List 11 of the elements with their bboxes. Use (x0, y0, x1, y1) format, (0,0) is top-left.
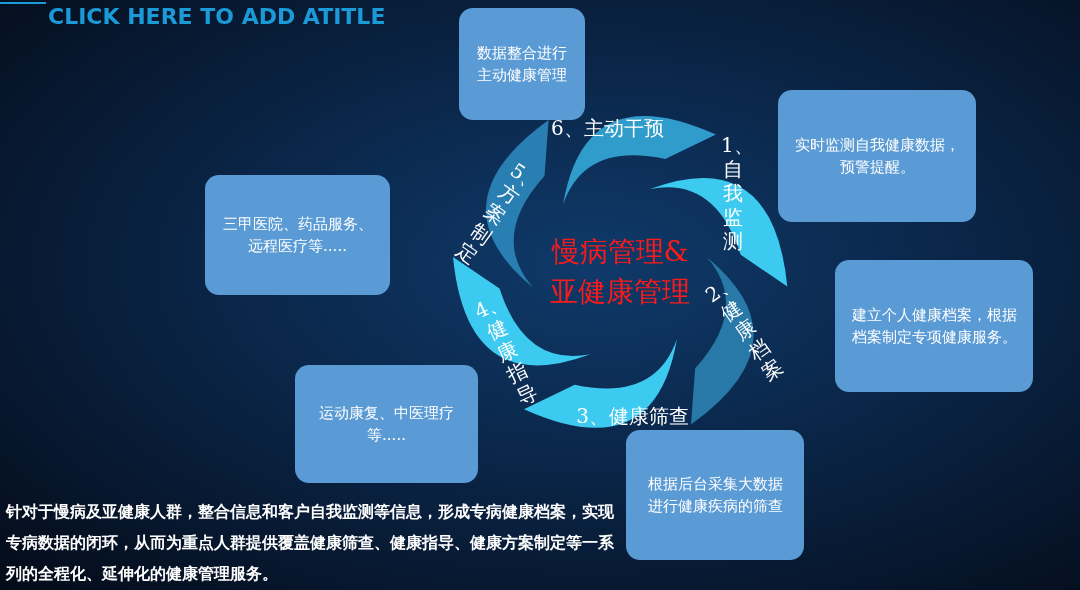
caption: 针对于慢病及亚健康人群，整合信息和客户自我监测等信息，形成专病健康档案，实现专病数据的闭环，从而为重点人群提供覆盖健康筛查、健康指导、健康方案制定等一系列的全程化、延伸化的健康管理服务。 (6, 501, 615, 585)
center-title: 慢病管理&亚健康管理 (540, 232, 700, 312)
description-box: 三甲医院、药品服务、远程医疗等..... (205, 175, 390, 295)
title: CLICK HERE TO ADD ATITLE (48, 4, 386, 29)
segment-label: 2、健康档案 (700, 274, 789, 387)
description-box: 根据后台采集大数据进行健康疾病的筛查 (626, 430, 804, 560)
description-box: 建立个人健康档案，根据档案制定专项健康服务。 (835, 260, 1033, 392)
segment-label: 5、方案制定 (451, 157, 540, 270)
description-box: 数据整合进行主动健康管理 (459, 8, 585, 120)
description-box: 实时监测自我健康数据，预警提醒。 (778, 90, 976, 222)
description-box: 运动康复、中医理疗等..... (295, 365, 478, 483)
